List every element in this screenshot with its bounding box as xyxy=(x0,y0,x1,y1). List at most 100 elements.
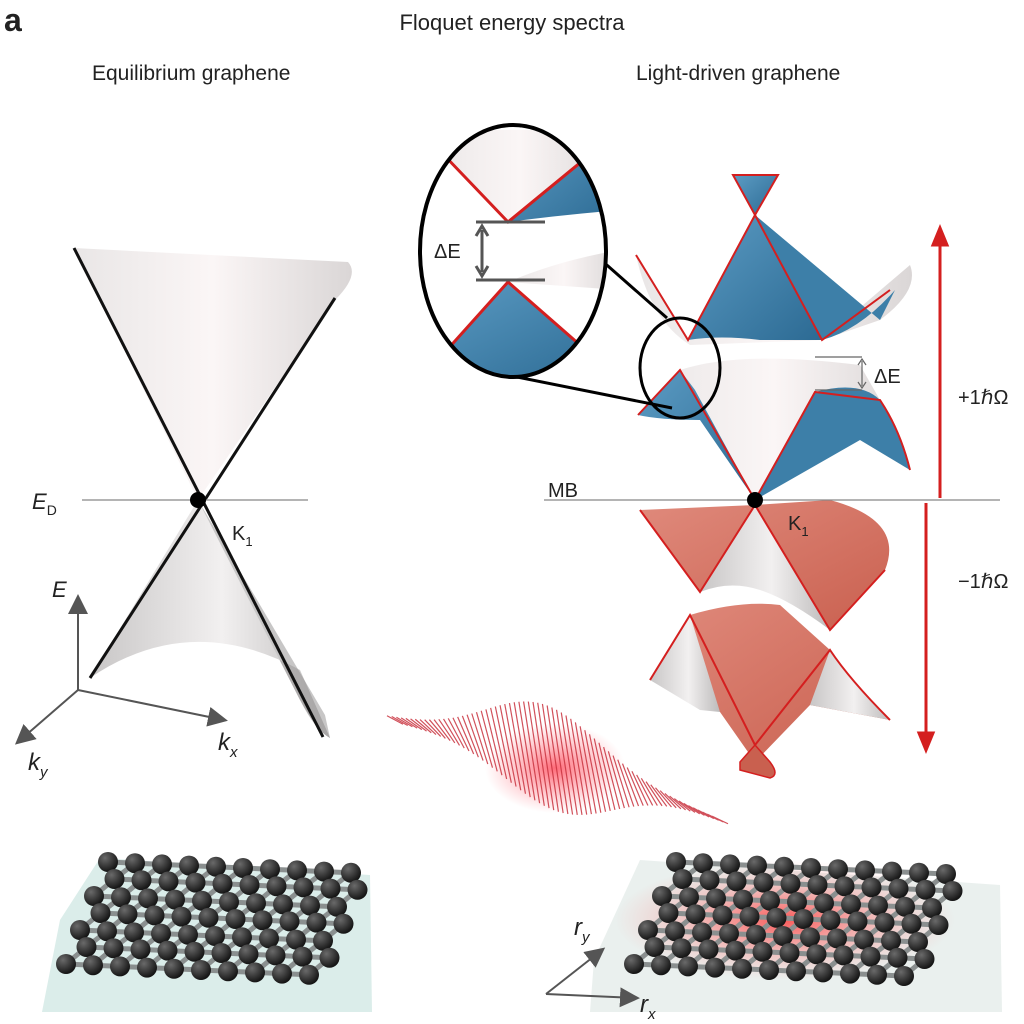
carbon-atom xyxy=(111,887,131,908)
pulse-stripe xyxy=(631,771,649,806)
carbon-atom xyxy=(219,892,239,912)
dirac-cone xyxy=(72,247,352,738)
lower-cone xyxy=(90,500,330,738)
pulse-stripe xyxy=(461,715,479,758)
carbon-atom xyxy=(90,903,111,923)
carbon-atom xyxy=(273,894,293,915)
carbon-atom xyxy=(766,907,787,928)
carbon-atom xyxy=(56,954,76,974)
pulse-stripe xyxy=(640,778,658,806)
pulse-stripe xyxy=(626,767,644,806)
carbon-atom xyxy=(860,946,881,967)
carbon-atom xyxy=(779,943,800,963)
carbon-atom xyxy=(245,962,265,983)
carbon-atom xyxy=(706,888,726,909)
carbon-atom xyxy=(712,905,733,926)
carbon-atom xyxy=(725,940,746,961)
pulse-stripe xyxy=(386,715,404,725)
upper-replica-tip xyxy=(731,174,780,218)
carbon-atom xyxy=(868,895,888,916)
carbon-atom xyxy=(888,878,909,899)
carbon-atom xyxy=(908,932,928,952)
pulse-stripe xyxy=(579,726,597,814)
axis-e-label: E xyxy=(52,577,67,602)
pulse-stripe xyxy=(504,703,522,791)
carbon-atom xyxy=(178,924,198,945)
carbon-atom xyxy=(138,888,158,909)
carbon-atom xyxy=(774,856,794,877)
pulse-stripe xyxy=(527,701,545,806)
carbon-atom xyxy=(292,946,313,967)
pulse-stripe xyxy=(391,715,409,726)
carbon-atom xyxy=(286,929,306,950)
carbon-atom xyxy=(171,906,192,927)
pulse-stripe xyxy=(664,792,682,810)
k1-label-left: K1 xyxy=(232,523,253,549)
carbon-atom xyxy=(867,964,887,985)
carbon-atom xyxy=(895,896,915,917)
carbon-atom xyxy=(151,923,171,944)
carbon-atom xyxy=(678,956,698,977)
carbon-atom xyxy=(752,941,773,962)
zoom-inset xyxy=(418,123,608,379)
carbon-atom xyxy=(84,886,104,906)
carbon-atom xyxy=(698,939,719,960)
carbon-atom xyxy=(928,915,949,935)
carbon-atom xyxy=(786,961,806,982)
carbon-atom xyxy=(665,921,685,942)
pulse-stripe xyxy=(636,774,654,806)
carbon-atom xyxy=(828,859,848,880)
carbon-atom xyxy=(293,877,314,898)
carbon-atom xyxy=(232,927,252,948)
carbon-atom xyxy=(847,911,868,932)
carbon-atom xyxy=(320,878,341,899)
pulse-stripe xyxy=(588,734,607,812)
minus-photon-label: −1ℏΩ xyxy=(958,571,1008,593)
carbon-atom xyxy=(753,872,774,893)
pulse-stripe xyxy=(537,702,555,811)
carbon-atom xyxy=(191,960,211,980)
dirac-point xyxy=(190,492,206,508)
carbon-atom xyxy=(144,905,165,926)
carbon-atom xyxy=(801,858,821,878)
carbon-atom xyxy=(125,853,145,874)
carbon-atom xyxy=(266,876,287,897)
carbon-atom xyxy=(854,929,874,950)
carbon-atom xyxy=(833,945,854,966)
carbon-atom xyxy=(652,886,672,906)
carbon-atom xyxy=(638,920,658,940)
plus-photon-label: +1ℏΩ xyxy=(958,387,1008,409)
carbon-atom xyxy=(807,875,828,895)
pulse-stripe xyxy=(452,717,470,752)
pulse-stripe xyxy=(560,712,578,815)
lower-replica-tip xyxy=(739,743,776,779)
carbon-atom xyxy=(887,947,908,968)
axis-kx-label: kx xyxy=(218,729,238,761)
carbon-atom xyxy=(874,912,895,933)
carbon-atom xyxy=(158,871,179,892)
dirac-energy-label: ED xyxy=(32,489,57,518)
carbon-atom xyxy=(861,877,882,898)
k1-label-right: K1 xyxy=(788,513,809,539)
carbon-atom xyxy=(157,940,178,961)
carbon-atom xyxy=(806,944,827,965)
carbon-atom xyxy=(666,852,686,872)
carbon-atom xyxy=(299,964,319,985)
carbon-atom xyxy=(936,864,956,884)
carbon-atom xyxy=(238,944,259,965)
carbon-atom xyxy=(98,852,118,872)
pulse-stripe xyxy=(669,795,687,811)
carbon-atom xyxy=(239,875,260,895)
zoom-source-circle xyxy=(638,316,722,420)
carbon-atom xyxy=(813,962,833,983)
carbon-atom xyxy=(206,856,226,877)
pulse-stripe xyxy=(424,719,442,737)
carbon-atom xyxy=(827,928,847,949)
pulse-stripe xyxy=(532,701,550,809)
carbon-atom xyxy=(185,872,206,893)
pulse-stripe xyxy=(410,718,427,732)
carbon-atom xyxy=(279,911,300,932)
panel-letter: a xyxy=(4,2,22,38)
carbon-atom xyxy=(252,910,273,931)
pulse-stripe xyxy=(494,706,512,783)
